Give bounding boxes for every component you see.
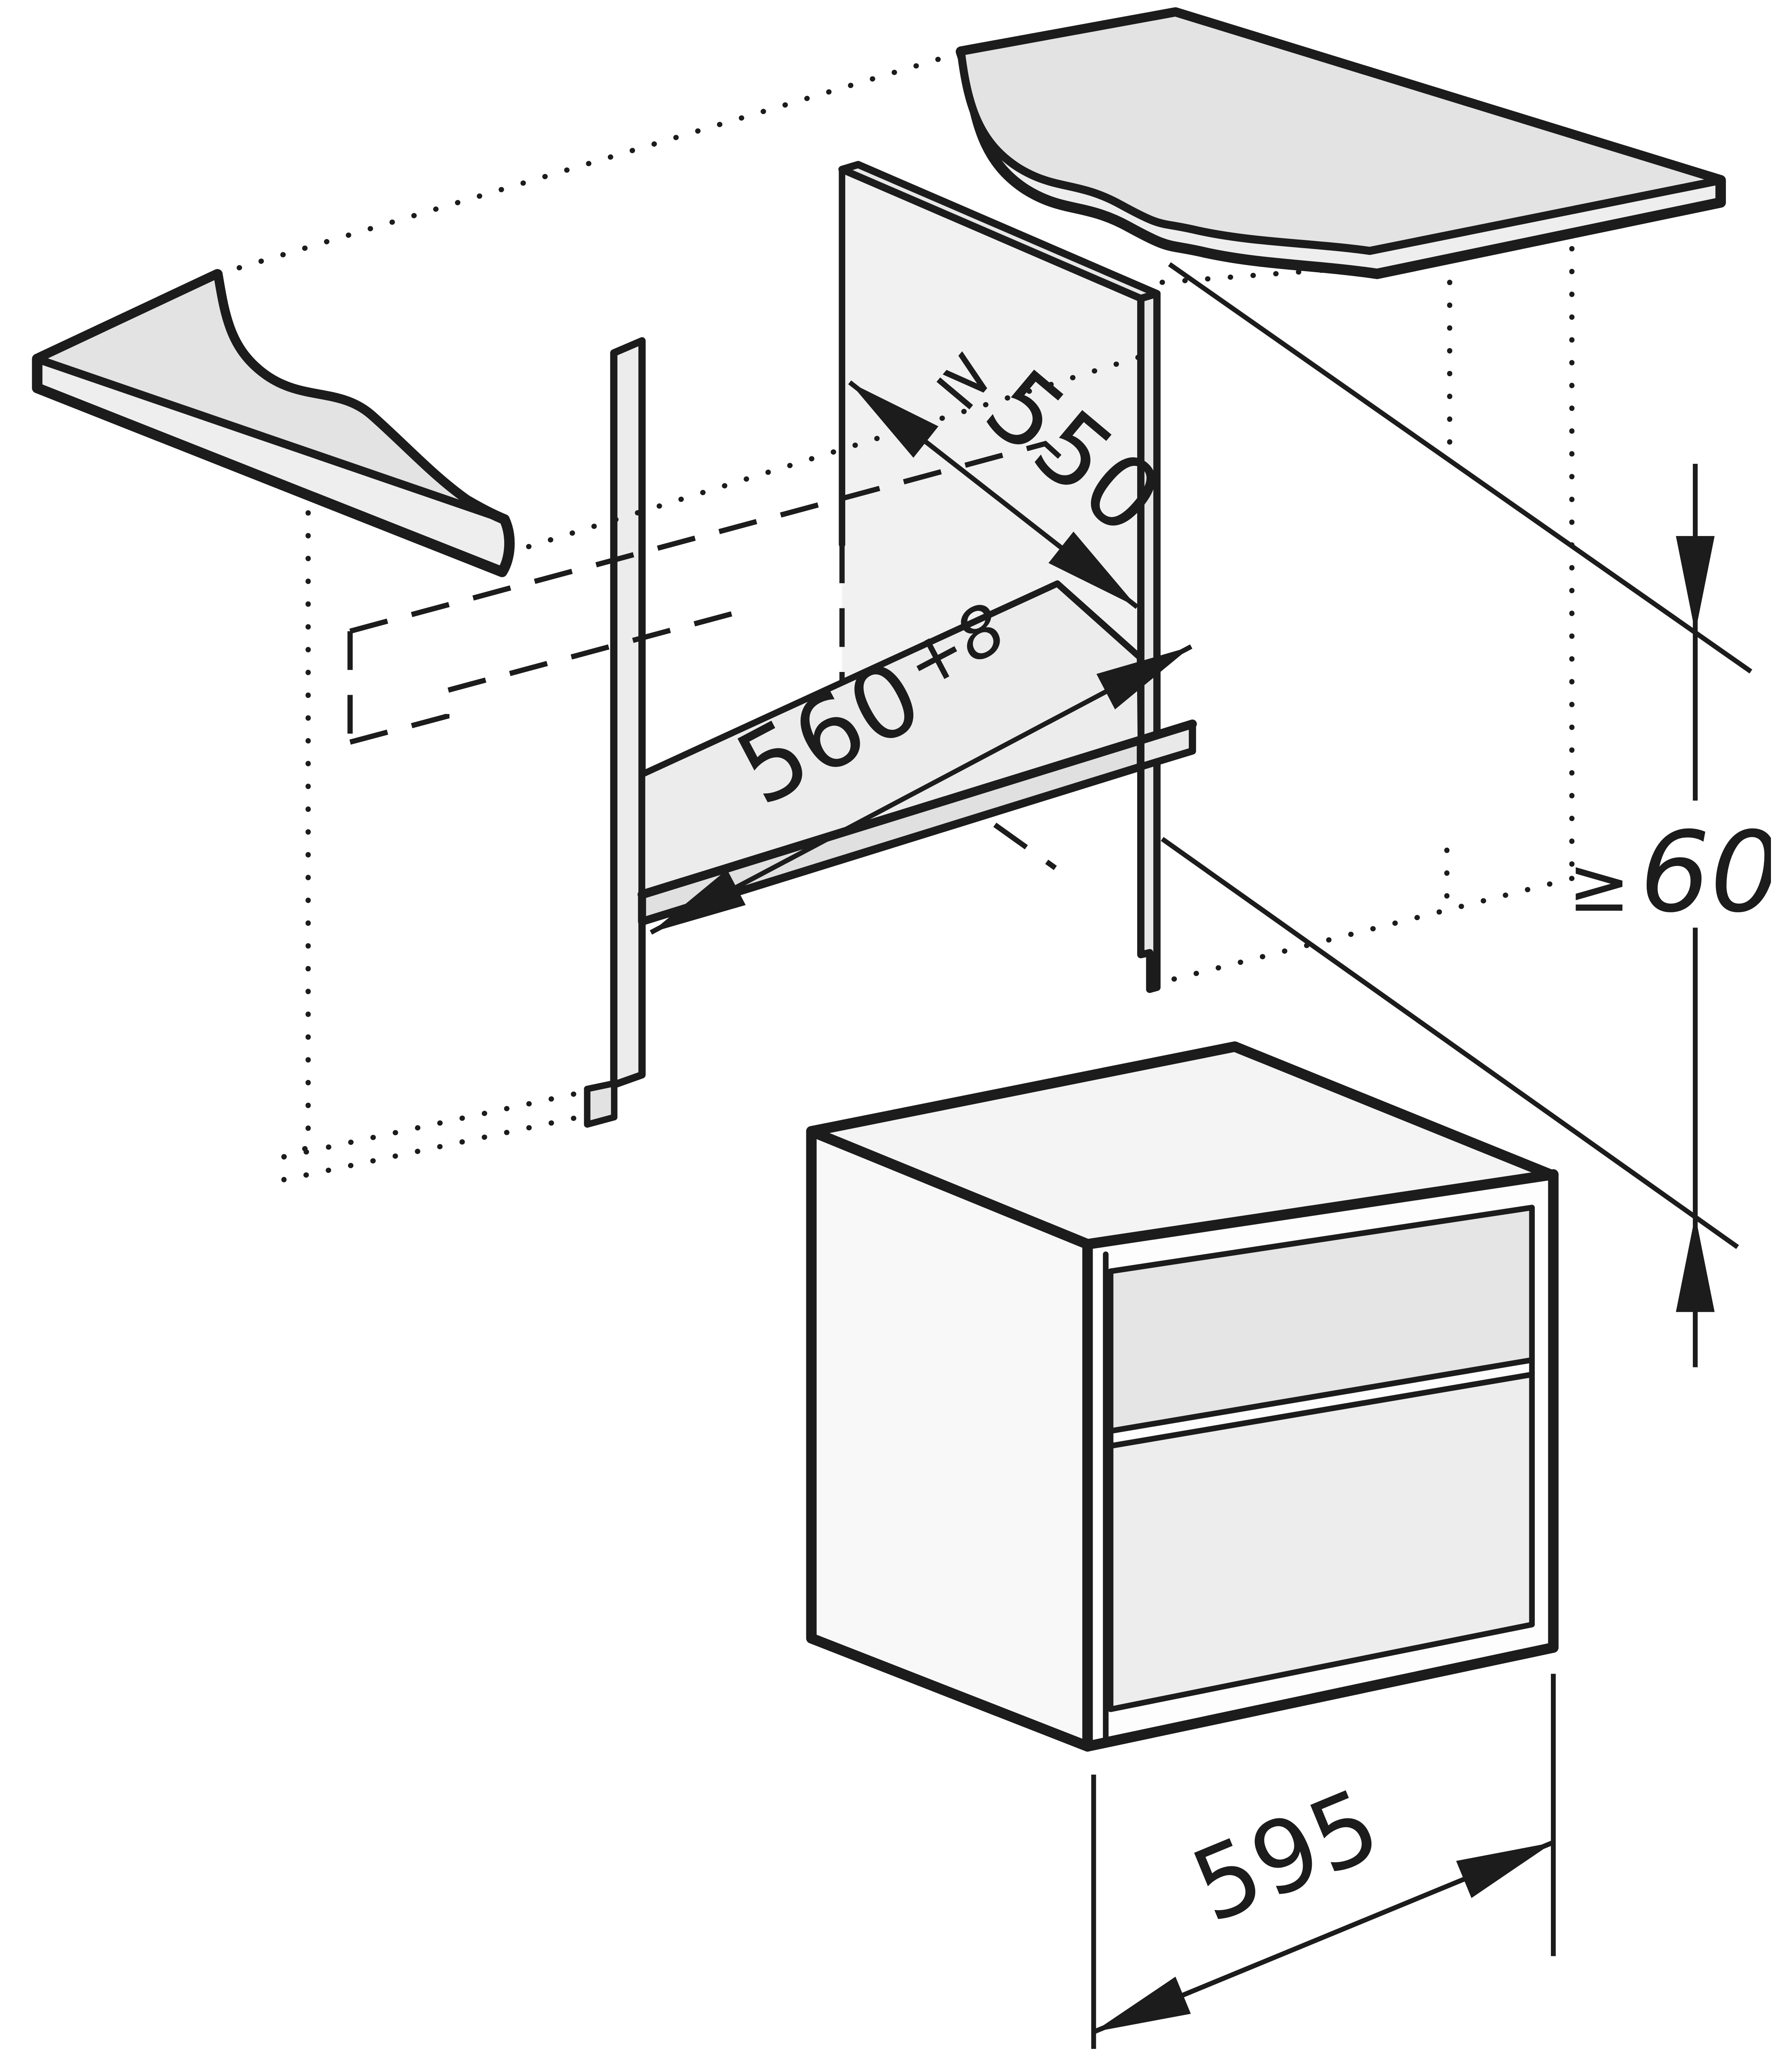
left-worktop-top-face (33, 270, 509, 524)
left-cabinet (32, 269, 646, 1183)
height-ref-line-top (1168, 262, 1752, 674)
shelf-front-top-edge (638, 719, 1197, 899)
dashed-top-line (349, 441, 1075, 634)
right-worktop-top-face (957, 8, 1725, 255)
left-cabinet-side-panel (610, 337, 646, 1089)
left-cabinet-panel-foot (584, 1080, 618, 1128)
depth-arrowhead-rear (849, 382, 939, 458)
oven-door-top-line (1107, 1372, 1535, 1449)
right-cabinet (215, 7, 1726, 988)
width595-arrowhead-right (1456, 1842, 1553, 1898)
left-cabinet-hidden-base-side (281, 1113, 589, 1183)
installation-diagram: ≥ 550 560 +8 ≥ (32, 7, 1771, 2049)
height-arrowhead-down (1676, 536, 1715, 633)
hidden-appliance-outline (347, 441, 1075, 745)
height-ref-line-bottom (1161, 837, 1739, 1249)
width-dim-line (649, 644, 1192, 935)
width-arrowhead-left (651, 869, 746, 933)
dimension-clearance-height: ≥ 600 (1161, 262, 1771, 1367)
shelf-top-face (638, 580, 1144, 898)
removed-worktop-front-edge (504, 352, 1149, 556)
left-cabinet-hidden-base-top (281, 1089, 589, 1160)
oven-frame-inner-line (1107, 1204, 1535, 1712)
oven (806, 1041, 1559, 1752)
niche-shelf (638, 580, 1197, 926)
height-arrowhead-up (1676, 1215, 1715, 1312)
depth-arrowhead-front (1048, 532, 1137, 607)
oven-control-panel-bottom-line (1107, 1357, 1535, 1434)
label-clearance-height: ≥ 600 (1568, 808, 1771, 937)
center-panel-bottom-hidden (993, 822, 1057, 870)
removed-worktop-rear-edge (215, 50, 961, 277)
right-worktop-front-top-edge (1365, 176, 1725, 255)
oven-door (1110, 1374, 1532, 1709)
right-cabinet-hidden-base (1148, 876, 1575, 988)
oven-left-face (806, 1126, 1093, 1752)
width-arrowhead-right (1096, 646, 1191, 710)
left-cabinet-hidden-front-edge (281, 487, 311, 1160)
width595-arrowhead-left (1093, 1977, 1191, 2032)
center-panel-front-edge (1137, 290, 1161, 993)
dashed-bottom-line (349, 611, 732, 745)
